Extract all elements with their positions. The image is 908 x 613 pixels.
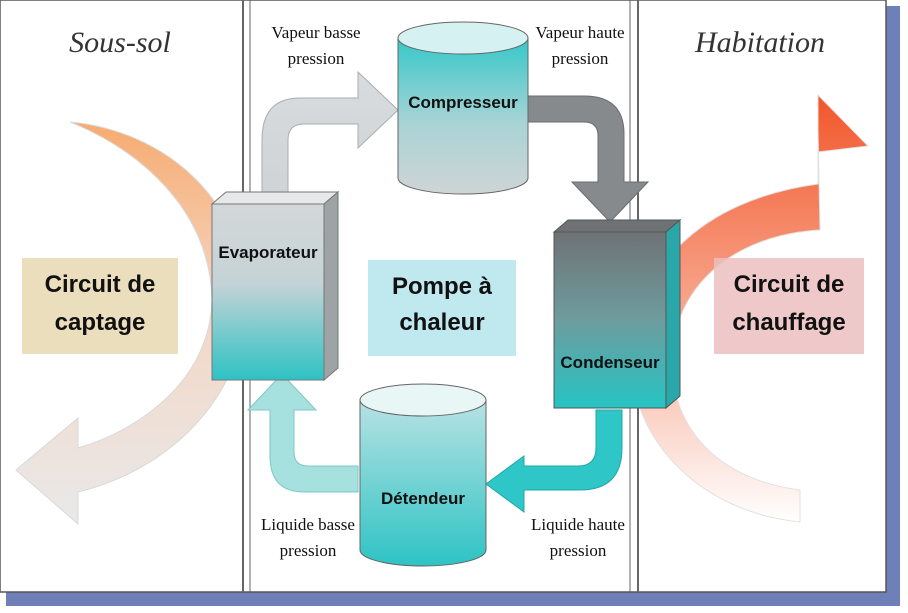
chauffage-label-line2: chauffage <box>732 309 845 336</box>
compresseur-body <box>397 37 529 195</box>
detendeur-body <box>359 399 487 567</box>
zone-title-habitation: Habitation <box>694 26 825 59</box>
evaporateur-label: Evaporateur <box>218 243 318 262</box>
heat-pump-label-line1: Pompe à <box>392 273 493 300</box>
captage-label-line1: Circuit de <box>45 271 156 298</box>
compresseur-top <box>397 21 529 55</box>
flow-arrow-liquide-basse <box>246 373 359 493</box>
evaporateur-box <box>211 203 325 381</box>
evaporateur-top <box>210 191 340 205</box>
zone-title-sous-sol: Sous-sol <box>69 26 171 59</box>
note-vapeur-haute-line2: pression <box>552 49 609 68</box>
evaporateur-side <box>323 190 339 382</box>
chauffage-label-box <box>714 258 864 354</box>
chauffage-label-line1: Circuit de <box>734 271 845 298</box>
heat-pump-label-line2: chaleur <box>399 309 484 336</box>
captage-label-box <box>22 258 178 354</box>
note-liquide-basse-line2: pression <box>280 541 337 560</box>
heat-pump-label-box <box>368 260 516 356</box>
condenseur-label: Condenseur <box>560 353 660 372</box>
detendeur-top <box>359 383 487 417</box>
note-liquide-haute-line1: Liquide haute <box>531 515 625 534</box>
note-vapeur-basse-line1: Vapeur basse <box>271 23 360 42</box>
chauffage-circuit-arrow <box>631 93 870 523</box>
condenseur-top <box>552 219 682 233</box>
condenseur-box <box>553 231 667 409</box>
note-liquide-basse-line1: Liquide basse <box>261 515 355 534</box>
compresseur-label: Compresseur <box>408 93 518 112</box>
note-vapeur-basse-line2: pression <box>288 49 345 68</box>
detendeur-label: Détendeur <box>381 489 465 508</box>
note-vapeur-haute-line1: Vapeur haute <box>535 23 624 42</box>
captage-label-line2: captage <box>55 309 146 336</box>
condenseur-side <box>665 218 681 410</box>
note-liquide-haute-line2: pression <box>550 541 607 560</box>
